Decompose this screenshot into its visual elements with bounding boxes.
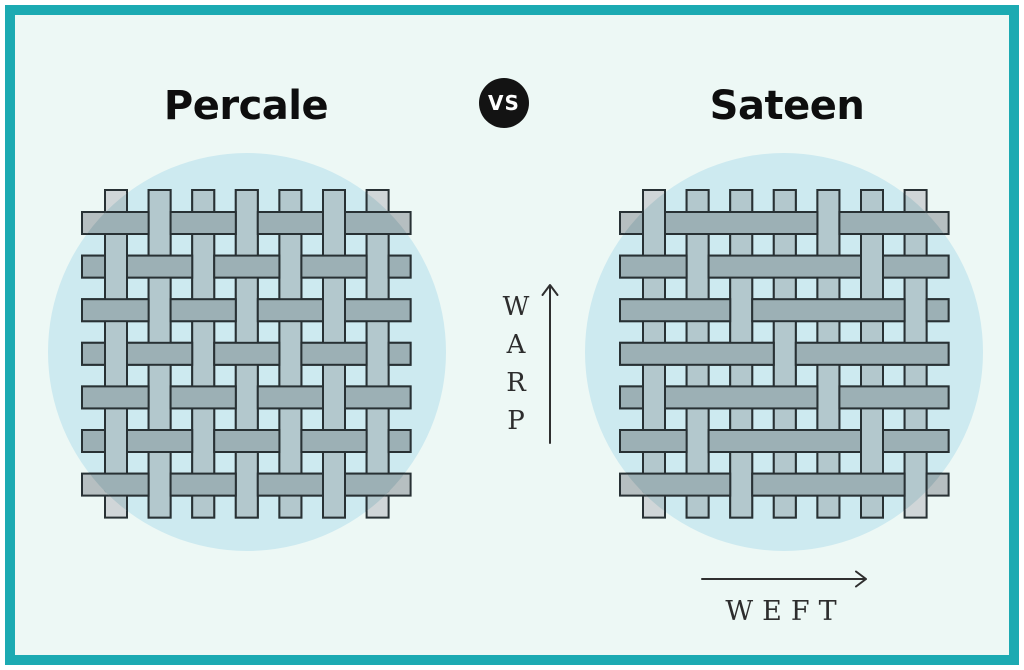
- percale-title: Percale: [163, 83, 329, 129]
- weft-direction-label: WEFT: [725, 596, 846, 627]
- sateen-title: Sateen: [709, 83, 865, 129]
- warp-arrow-up-icon: [541, 284, 559, 444]
- weft-arrow-right-icon: [701, 570, 867, 588]
- vs-badge: VS: [479, 78, 529, 128]
- percale-weave: [81, 189, 412, 519]
